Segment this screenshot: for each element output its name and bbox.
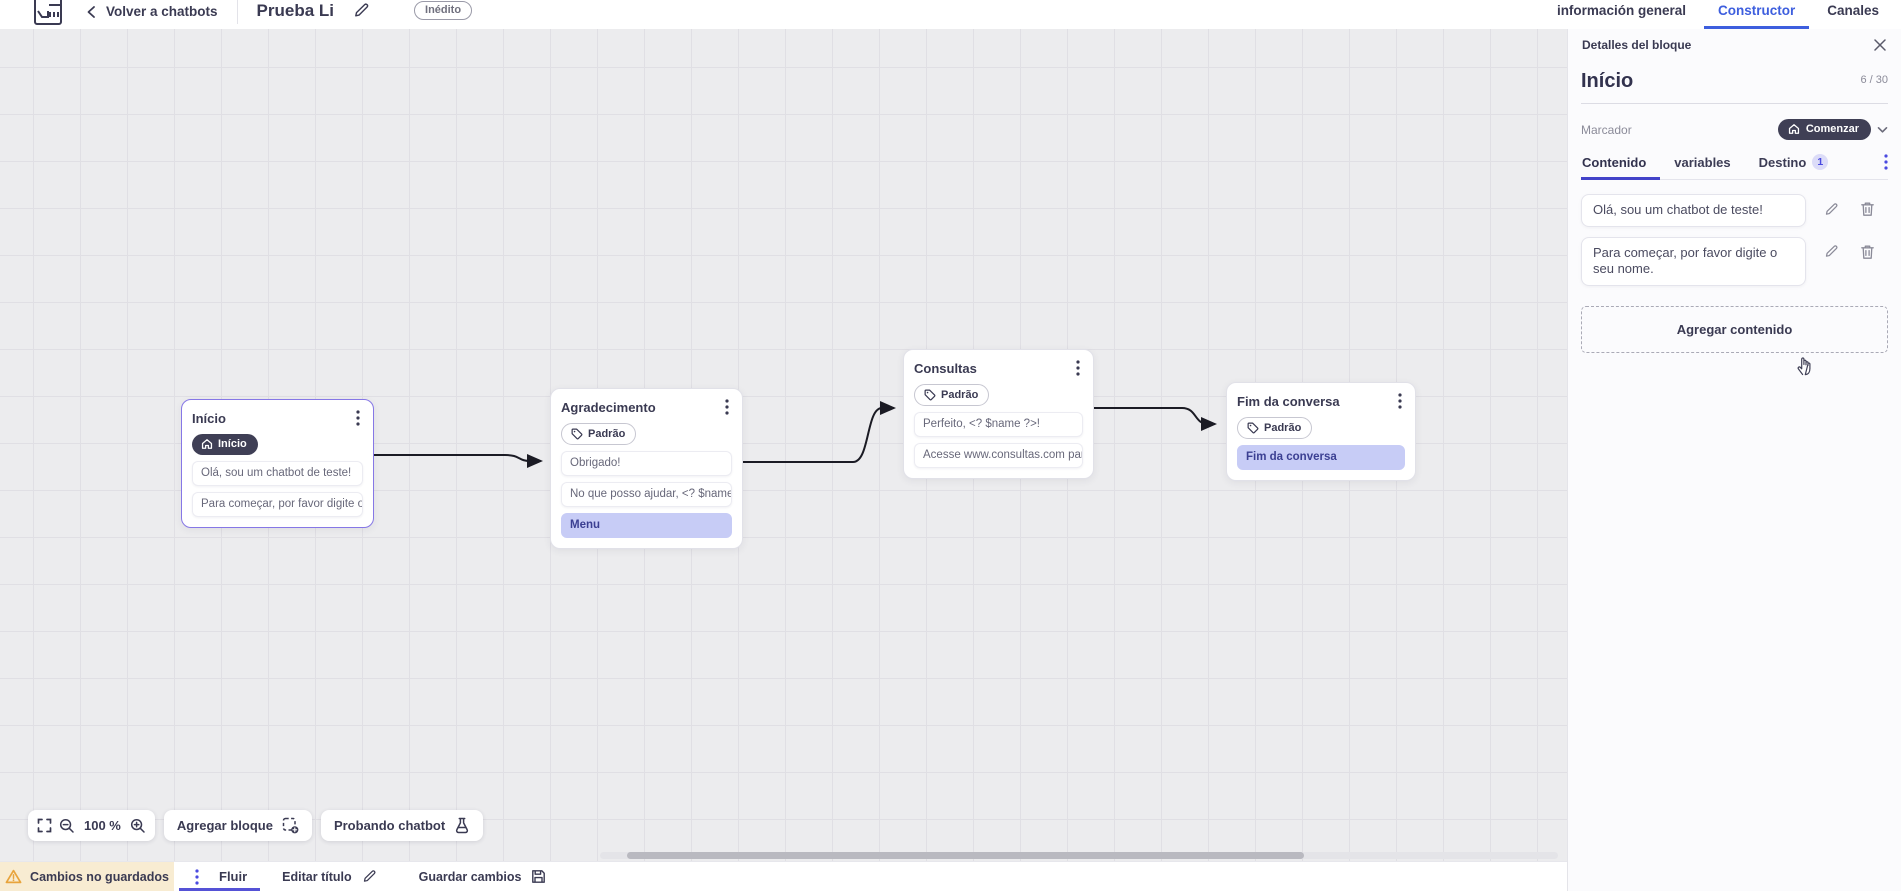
node-message-item[interactable]: Perfeito, <? $name ?>! [914,412,1083,437]
tab-constructor[interactable]: Constructor [1702,0,1811,29]
edit-title-pencil-icon[interactable] [353,2,370,19]
add-block-button[interactable]: Agregar bloque [163,810,312,841]
node-message-item[interactable]: Para começar, por favor digite o ... [192,492,363,517]
node-tag-inicio: Início [192,434,258,455]
home-icon [201,439,213,449]
tag-icon [571,428,583,440]
edit-title-button[interactable]: Editar título [282,869,376,884]
char-counter: 6 / 30 [1860,74,1888,86]
panel-title: Detalles del bloque [1582,37,1692,52]
zoom-controls: 100 % [28,810,155,841]
tab-contenido[interactable]: Contenido [1581,155,1661,180]
canvas-controls: 100 % Agregar bloque Probando chatbot [28,810,484,841]
node-title: Fim da conversa [1237,393,1340,409]
zoom-in-icon[interactable] [130,818,146,834]
node-tag-padrao: Padrão [1237,417,1313,439]
delete-content-trash-icon[interactable] [1860,244,1875,260]
flow-menu-icon[interactable] [192,868,202,886]
add-block-icon [282,817,299,834]
marker-label: Marcador [1581,122,1632,137]
add-content-button[interactable]: Agregar contenido [1581,305,1888,353]
node-title: Agradecimento [561,399,656,415]
chatbot-title: Prueba Li [256,0,335,20]
node-inicio[interactable]: Início Início Olá, sou um chatbot de tes… [181,399,374,528]
flow-tab[interactable]: Fluir [179,862,261,891]
zoom-level: 100 % [84,818,121,833]
topbar-tabs: información general Constructor Canales [1541,0,1901,29]
node-message-item[interactable]: Olá, sou um chatbot de teste! [192,461,363,486]
content-item-row: Olá, sou um chatbot de teste! [1581,194,1888,227]
node-fim-da-conversa[interactable]: Fim da conversa Padrão Fim da conversa [1226,382,1416,481]
title-underline [1581,103,1888,104]
flow-tab-label: Fluir [219,869,248,884]
top-bar: Volver a chatbots Prueba Li Inédito info… [0,0,1901,29]
horizontal-scrollbar-thumb[interactable] [627,852,1304,859]
node-menu-item[interactable]: Menu [561,513,732,538]
node-menu-icon[interactable] [353,409,363,427]
test-chatbot-button[interactable]: Probando chatbot [320,810,484,841]
panel-tabs-menu-icon[interactable] [1884,154,1888,170]
tab-informacion-general[interactable]: información general [1556,3,1686,18]
marker-value-button[interactable]: Comenzar [1777,119,1871,140]
topbar-divider [236,0,238,24]
unsaved-changes-warning: Cambios no guardados [0,862,174,891]
node-message-item[interactable]: Obrigado! [561,451,732,476]
save-changes-button[interactable]: Guardar cambios [419,869,547,884]
status-badge: Inédito [414,1,473,20]
status-bar: Cambios no guardados Fluir Editar título… [0,861,1567,891]
delete-content-trash-icon[interactable] [1860,201,1875,217]
tag-icon [1247,422,1259,434]
content-message-card[interactable]: Para começar, por favor digite o seu nom… [1581,236,1806,286]
tab-variables[interactable]: variables [1674,154,1731,170]
back-to-chatbots-button[interactable]: Volver a chatbots [85,4,218,19]
block-name-field[interactable]: Início [1581,70,1634,92]
app-logo-icon [33,0,63,26]
node-tag-padrao: Padrão [914,384,990,406]
content-item-row: Para começar, por favor digite o seu nom… [1581,236,1888,286]
home-icon [1788,124,1799,134]
save-icon [532,870,546,883]
edit-content-pencil-icon[interactable] [1824,244,1839,259]
node-title: Início [192,410,226,426]
node-menu-icon[interactable] [722,398,732,416]
node-title: Consultas [914,360,977,376]
close-icon[interactable] [1874,38,1886,51]
back-label: Volver a chatbots [106,4,218,19]
panel-tabs: Contenido variables Destino 1 [1581,154,1888,180]
tag-icon [924,389,936,401]
content-message-card[interactable]: Olá, sou um chatbot de teste! [1581,194,1806,227]
tab-canales[interactable]: Canales [1827,3,1879,18]
node-agradecimento[interactable]: Agradecimento Padrão Obrigado! No que po… [550,388,743,549]
node-menu-icon[interactable] [1073,359,1083,377]
horizontal-scrollbar-track [600,852,1558,859]
mouse-hand-cursor [1795,354,1815,376]
node-tag-padrao: Padrão [561,423,637,445]
pencil-icon [363,870,376,882]
block-details-panel: Detalles del bloque Início 6 / 30 Marcad… [1567,29,1901,891]
edit-content-pencil-icon[interactable] [1824,202,1839,217]
node-message-item[interactable]: Acesse www.consultas.com par... [914,443,1083,468]
tab-destino[interactable]: Destino 1 [1745,154,1843,179]
warning-icon [5,869,22,884]
node-consultas[interactable]: Consultas Padrão Perfeito, <? $name ?>! … [903,349,1094,479]
fullscreen-icon[interactable] [37,818,52,833]
flask-icon [456,817,469,834]
node-message-item[interactable]: No que posso ajudar, <? $name ... [561,482,732,507]
chevron-down-icon[interactable] [1877,126,1888,134]
chevron-left-icon [87,5,95,18]
zoom-out-icon[interactable] [59,818,75,834]
node-menu-icon[interactable] [1395,392,1405,410]
node-end-item[interactable]: Fim da conversa [1237,445,1405,470]
destino-count-badge: 1 [1812,154,1829,170]
